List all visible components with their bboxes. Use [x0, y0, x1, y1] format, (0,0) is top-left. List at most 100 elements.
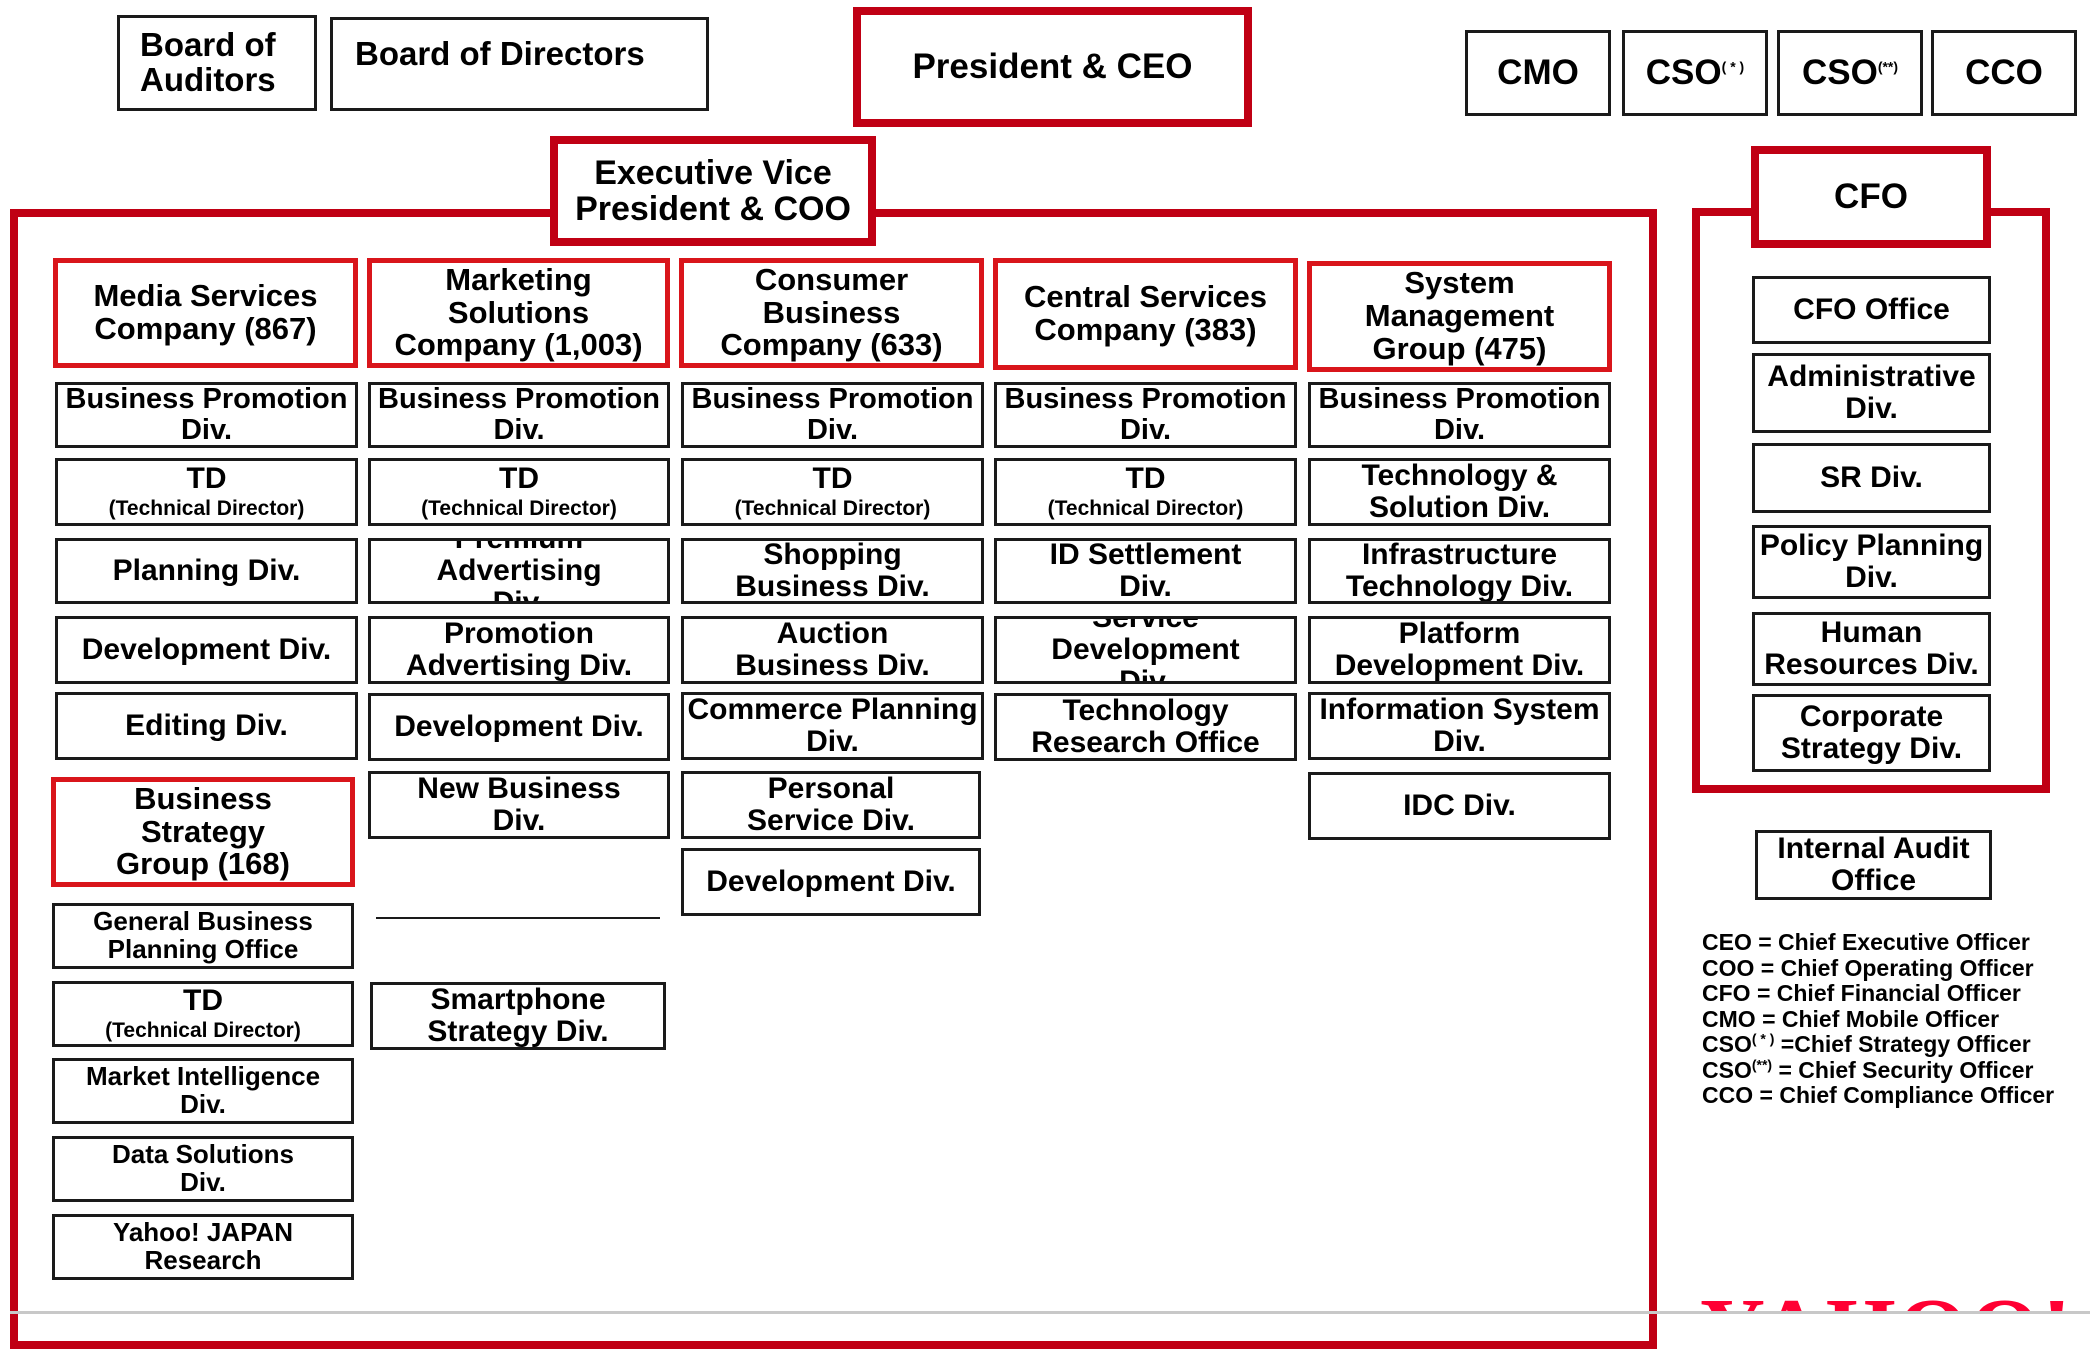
evp-coo-box: Executive Vice President & COO	[550, 136, 876, 246]
platform-development-div: Platform Development Div.	[1308, 616, 1611, 684]
business-strategy-header-line1: Business	[134, 780, 272, 816]
media-editing-label: Editing Div.	[125, 709, 288, 743]
auction-business-line2: Business Div.	[735, 649, 930, 682]
system-header-line1: System	[1404, 265, 1515, 301]
legend-mark: (**)	[1751, 1055, 1773, 1072]
marketing-td-box: TD (Technical Director)	[368, 458, 670, 526]
yahoo-japan-research-line1: Yahoo! JAPAN	[112, 1217, 294, 1248]
media-business-promotion-line2: Div.	[180, 414, 233, 446]
id-settlement-line2: Div.	[1119, 570, 1172, 603]
idc-label: IDC Div.	[1403, 789, 1516, 823]
legend-abbr: CSO	[1702, 1031, 1752, 1057]
cmo-label: CMO	[1497, 53, 1579, 93]
legend-definition: =Chief Strategy Officer	[1774, 1031, 2031, 1057]
market-intelligence-line1: Market Intelligence	[85, 1061, 321, 1092]
central-td-box: TD (Technical Director)	[994, 458, 1297, 526]
policy-planning-div: Policy Planning Div.	[1752, 525, 1991, 599]
new-business-line1: New Business	[417, 772, 621, 806]
legend-mark: ( * )	[1751, 1030, 1775, 1047]
system-business-promotion-div: Business Promotion Div.	[1308, 382, 1611, 448]
shopping-business-line2: Business Div.	[735, 570, 930, 603]
infrastructure-technology-line1: Infrastructure	[1361, 538, 1558, 572]
internal-audit-office: Internal Audit Office	[1755, 830, 1992, 900]
infrastructure-technology-div: Infrastructure Technology Div.	[1308, 538, 1611, 604]
smartphone-strategy-line1: Smartphone	[430, 983, 606, 1017]
legend-definition: = Chief Security Officer	[1772, 1056, 2034, 1083]
general-business-planning-line1: General Business	[93, 906, 313, 937]
administrative-line2: Div.	[1845, 392, 1898, 425]
platform-development-line2: Development Div.	[1334, 649, 1585, 682]
sr-div: SR Div.	[1752, 443, 1991, 513]
board-of-directors-box: Board of Directors	[330, 17, 709, 111]
system-header-line3: Group (475)	[1372, 330, 1547, 366]
consumer-header-line3: Company (633)	[720, 327, 943, 363]
cso-strategy-label: CSO( * )	[1646, 54, 1744, 91]
media-td-label: TD	[186, 462, 227, 496]
personal-service-div: Personal Service Div.	[681, 771, 981, 839]
media-planning-div: Planning Div.	[55, 538, 358, 604]
system-management-header: System Management Group (475)	[1307, 261, 1612, 372]
media-services-header-line1: Media Services	[93, 278, 318, 314]
central-header-line1: Central Services	[1024, 279, 1267, 315]
media-planning-label: Planning Div.	[112, 554, 301, 588]
marketing-business-promotion-line1: Business Promotion	[378, 383, 660, 416]
new-business-line2: Div.	[492, 804, 546, 837]
market-intelligence-line2: Div.	[180, 1089, 226, 1119]
central-header-line2: Company (383)	[1034, 312, 1257, 347]
consumer-header-line1: Consumer	[754, 261, 909, 297]
commerce-planning-line2: Div.	[806, 725, 859, 758]
consumer-header-line2: Business	[762, 294, 901, 330]
administrative-div: Administrative Div.	[1752, 353, 1991, 433]
data-solutions-div: Data Solutions Div.	[52, 1136, 354, 1202]
smartphone-strategy-div: Smartphone Strategy Div.	[370, 982, 666, 1050]
legend-abbr: CSO	[1702, 1056, 1752, 1083]
service-development-line2: Div.	[1119, 664, 1172, 684]
commerce-planning-line1: Commerce Planning	[687, 693, 978, 727]
cfo-label: CFO	[1834, 177, 1908, 217]
auction-business-line1: Auction	[776, 617, 889, 651]
policy-planning-line1: Policy Planning	[1759, 529, 1984, 563]
cco-box: CCO	[1931, 30, 2077, 116]
infrastructure-technology-line2: Technology Div.	[1345, 570, 1574, 603]
bsg-td-box: TD (Technical Director)	[52, 981, 354, 1047]
personal-service-line2: Service Div.	[747, 804, 915, 837]
legend-row: COO = Chief Operating Officer	[1702, 954, 2054, 982]
promotion-advertising-line1: Promotion	[444, 617, 594, 651]
marketing-business-promotion-line2: Div.	[493, 414, 545, 446]
new-business-div: New Business Div.	[368, 771, 670, 839]
media-business-promotion-line1: Business Promotion	[65, 383, 348, 416]
separator-line	[376, 917, 660, 919]
sr-div-label: SR Div.	[1820, 461, 1923, 495]
cco-label: CCO	[1965, 53, 2043, 93]
general-business-planning-line2: Planning Office	[107, 934, 299, 964]
board-of-auditors-box: Board of Auditors	[117, 15, 317, 111]
marketing-solutions-header: Marketing Solutions Company (1,003)	[367, 258, 670, 368]
cso-security-box: CSO(**)	[1777, 30, 1923, 116]
consumer-business-promotion-div: Business Promotion Div.	[681, 382, 984, 448]
service-development-div: Service Development Div.	[994, 616, 1297, 684]
internal-audit-line1: Internal Audit	[1777, 832, 1970, 866]
media-development-label: Development Div.	[81, 633, 332, 667]
yahoo-japan-research: Yahoo! JAPAN Research	[52, 1214, 354, 1280]
central-business-promotion-div: Business Promotion Div.	[994, 382, 1297, 448]
legend-definition: = Chief Executive Officer	[1758, 929, 2030, 955]
cfo-box: CFO	[1751, 146, 1991, 248]
legend-abbr: CCO	[1702, 1082, 1754, 1108]
information-system-line2: Div.	[1433, 725, 1486, 758]
cso-strategy-text: CSO	[1645, 53, 1722, 93]
policy-planning-line2: Div.	[1845, 561, 1898, 594]
marketing-td-label: TD	[499, 462, 539, 496]
internal-audit-line2: Office	[1830, 864, 1917, 897]
legend-row: CSO( * ) =Chief Strategy Officer	[1702, 1030, 2054, 1058]
platform-development-line1: Platform	[1398, 617, 1521, 651]
legend-row: CEO = Chief Executive Officer	[1702, 929, 2054, 956]
marketing-development-label: Development Div.	[394, 710, 644, 744]
id-settlement-line1: ID Settlement	[1049, 538, 1242, 572]
shopping-business-div: Shopping Business Div.	[681, 538, 984, 604]
technology-solution-div: Technology & Solution Div.	[1308, 458, 1611, 526]
media-services-header-line2: Company (867)	[94, 311, 317, 346]
bsg-td-label: TD	[183, 984, 223, 1018]
yahoo-japan-research-line2: Research	[144, 1245, 262, 1275]
legend-definition: = Chief Operating Officer	[1760, 954, 2034, 981]
cso-strategy-mark: ( * )	[1721, 58, 1745, 75]
